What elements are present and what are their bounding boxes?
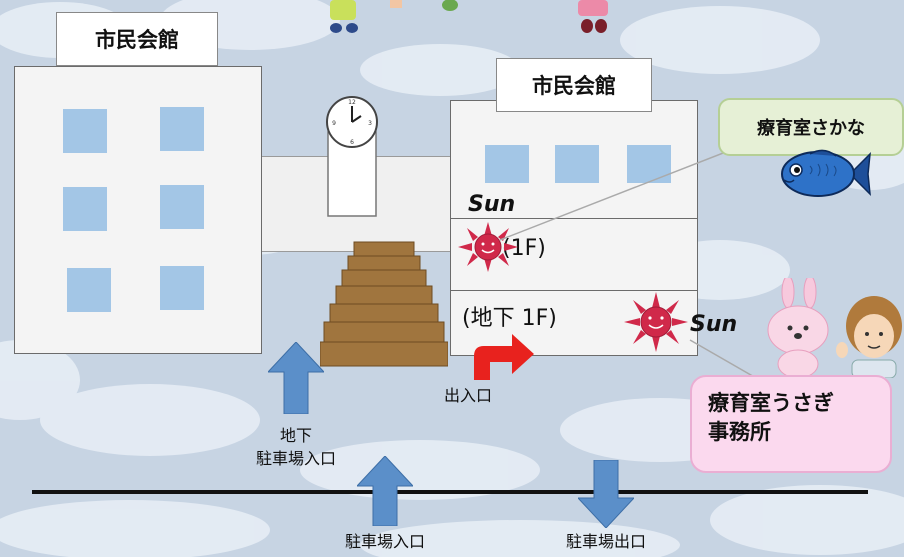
window	[63, 187, 107, 231]
underground-line2: 駐車場入口	[255, 449, 336, 469]
characters-top	[330, 0, 608, 33]
sun-icon	[458, 222, 518, 272]
sun-icon	[624, 292, 688, 352]
window	[160, 185, 204, 229]
entrance-label: 出入口	[444, 386, 493, 405]
floor-b1-label: (地下 1F)	[462, 306, 557, 331]
characters-rabbit-woman	[767, 278, 902, 378]
sun-label-upper: Sun	[468, 192, 516, 217]
parking-exit-label: 駐車場出口	[565, 532, 646, 551]
callout-usagi: 療育室うさぎ 事務所	[690, 375, 892, 473]
floor-divider	[451, 290, 697, 291]
window	[485, 145, 529, 183]
up-arrow-icon	[268, 342, 324, 414]
window	[160, 266, 204, 310]
right-building-sign: 市民会館	[496, 58, 652, 112]
clock-tower: 12 3 6 9	[326, 96, 378, 217]
road-line	[32, 490, 868, 494]
window	[555, 145, 599, 183]
sun-label-lower: Sun	[690, 312, 738, 337]
down-arrow-icon	[578, 460, 634, 528]
window	[160, 107, 204, 151]
underground-line1: 地下	[279, 426, 312, 445]
callout-usagi-line2: 事務所	[708, 420, 771, 445]
svg-text:9: 9	[332, 120, 336, 127]
callout-usagi-line1: 療育室うさぎ	[708, 391, 834, 415]
fish-icon	[781, 149, 871, 197]
left-building-sign: 市民会館	[56, 12, 218, 66]
window	[627, 145, 671, 183]
svg-text:6: 6	[350, 139, 354, 146]
entrance-arrow-icon	[474, 334, 534, 380]
left-building	[14, 66, 262, 354]
svg-text:12: 12	[348, 99, 356, 106]
svg-text:3: 3	[368, 120, 372, 127]
window	[63, 109, 107, 153]
floor-divider	[451, 218, 697, 219]
stairs	[320, 241, 448, 367]
up-arrow-icon	[357, 456, 413, 526]
parking-entrance-label: 駐車場入口	[344, 532, 425, 551]
window	[67, 268, 111, 312]
underground-parking-entrance-label: 地下 駐車場入口	[224, 424, 368, 470]
